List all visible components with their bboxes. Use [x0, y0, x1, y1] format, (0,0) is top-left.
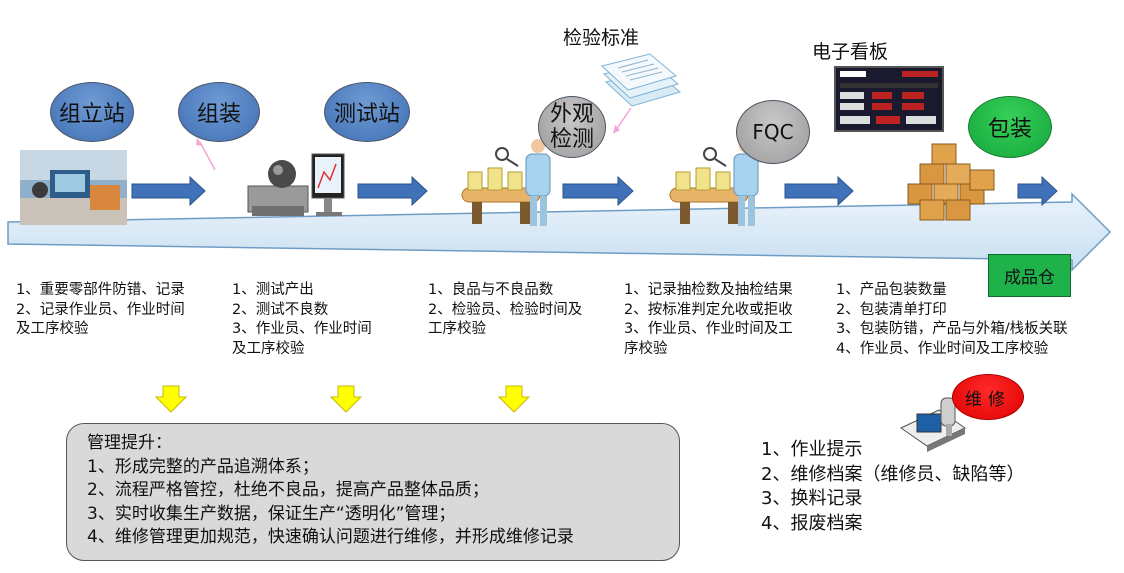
note-line: 2、按标准判定允收或拒收 [624, 301, 793, 318]
management-item: 2、流程严格管控，杜绝不良品，提高产品整体品质； [87, 480, 489, 500]
note-line: 工序校验 [428, 321, 486, 337]
document-stack-icon [600, 53, 682, 107]
boxes-icon [907, 143, 995, 221]
note-line: 2、记录作业员、作业时间 [16, 301, 185, 318]
standard-pointer [615, 107, 632, 131]
flow-arrow-2 [357, 175, 428, 207]
repair-item: 3、换料记录 [761, 488, 863, 509]
assembly-station-photo [20, 150, 127, 225]
repair-item: 2、维修档案（维修员、缺陷等） [761, 463, 1025, 485]
note-line: 及工序校验 [232, 340, 305, 357]
note-line: 3、包装防错，产品与外箱/栈板关联 [836, 321, 1068, 337]
inspection-notes: 1、良品与不良品数 2、检验员、检验时间及 工序校验 [428, 281, 582, 340]
down-arrow-1 [154, 385, 188, 413]
flow-arrow-1 [131, 175, 206, 207]
note-line: 3、作业员、作业时间及工 [624, 321, 793, 337]
note-line: 2、测试不良数 [232, 301, 329, 318]
inspection-standard-label: 检验标准 [563, 27, 640, 49]
electronic-board-icon [834, 66, 944, 132]
repair-scanner-icon [900, 397, 966, 452]
station-fqc: FQC [736, 100, 810, 164]
assembly-pointer [199, 141, 216, 171]
note-line: 3、作业员、作业时间 [232, 321, 372, 337]
management-item: 1、形成完整的产品追溯体系； [87, 456, 319, 477]
note-line: 序校验 [624, 340, 668, 357]
repair-functions-list: 1、作业提示 2、维修档案（维修员、缺陷等） 3、换料记录 4、报废档案 [761, 438, 1024, 536]
inspection-worker-icon [461, 139, 551, 226]
electronic-board-label: 电子看板 [812, 41, 889, 63]
flow-arrow-3 [562, 175, 634, 207]
note-line: 1、记录抽检数及抽检结果 [624, 282, 793, 298]
management-improvement-box: 管理提升： 1、形成完整的产品追溯体系； 2、流程严格管控，杜绝不良品，提高产品… [66, 423, 680, 561]
packing-notes: 1、产品包装数量 2、包装清单打印 3、包装防错，产品与外箱/栈板关联 4、作业… [836, 281, 1068, 359]
finished-goods-warehouse-label: 成品仓 [1004, 268, 1055, 288]
note-line: 1、测试产出 [232, 282, 314, 298]
finished-goods-warehouse: 成品仓 [988, 254, 1071, 297]
test-equipment-icon [247, 153, 345, 216]
note-line: 4、作业员、作业时间及工序校验 [836, 340, 1049, 357]
management-item: 3、实时收集生产数据，保证生产“透明化”管理； [87, 503, 456, 524]
note-line: 及工序校验 [16, 321, 89, 337]
management-item: 4、维修管理更加规范，快速确认问题进行维修，并形成维修记录 [87, 527, 574, 547]
note-line: 2、检验员、检验时间及 [428, 301, 583, 318]
station-assembly: 组装 [178, 82, 260, 142]
repair-item: 4、报废档案 [761, 512, 863, 534]
test-notes: 1、测试产出 2、测试不良数 3、作业员、作业时间 及工序校验 [232, 281, 372, 359]
repair-item: 1、作业提示 [761, 439, 863, 460]
down-arrow-3 [497, 385, 531, 413]
station-assembly-site: 组立站 [50, 82, 134, 142]
repair-badge: 维修 [952, 374, 1024, 420]
note-line: 1、良品与不良品数 [428, 282, 554, 298]
station-visual-inspection: 外观检测 [538, 96, 606, 158]
flow-arrow-4 [784, 175, 854, 207]
note-line: 1、重要零部件防错、记录 [16, 282, 185, 298]
note-line: 1、产品包装数量 [836, 282, 947, 298]
fqc-notes: 1、记录抽检数及抽检结果 2、按标准判定允收或拒收 3、作业员、作业时间及工 序… [624, 281, 793, 359]
note-line: 2、包装清单打印 [836, 301, 947, 318]
station-packing: 包装 [968, 96, 1052, 158]
assembly-notes: 1、重要零部件防错、记录 2、记录作业员、作业时间 及工序校验 [16, 281, 185, 340]
management-title: 管理提升： [87, 433, 172, 453]
down-arrow-2 [329, 385, 363, 413]
flow-arrow-5 [1017, 175, 1058, 207]
station-test-site: 测试站 [324, 82, 410, 142]
